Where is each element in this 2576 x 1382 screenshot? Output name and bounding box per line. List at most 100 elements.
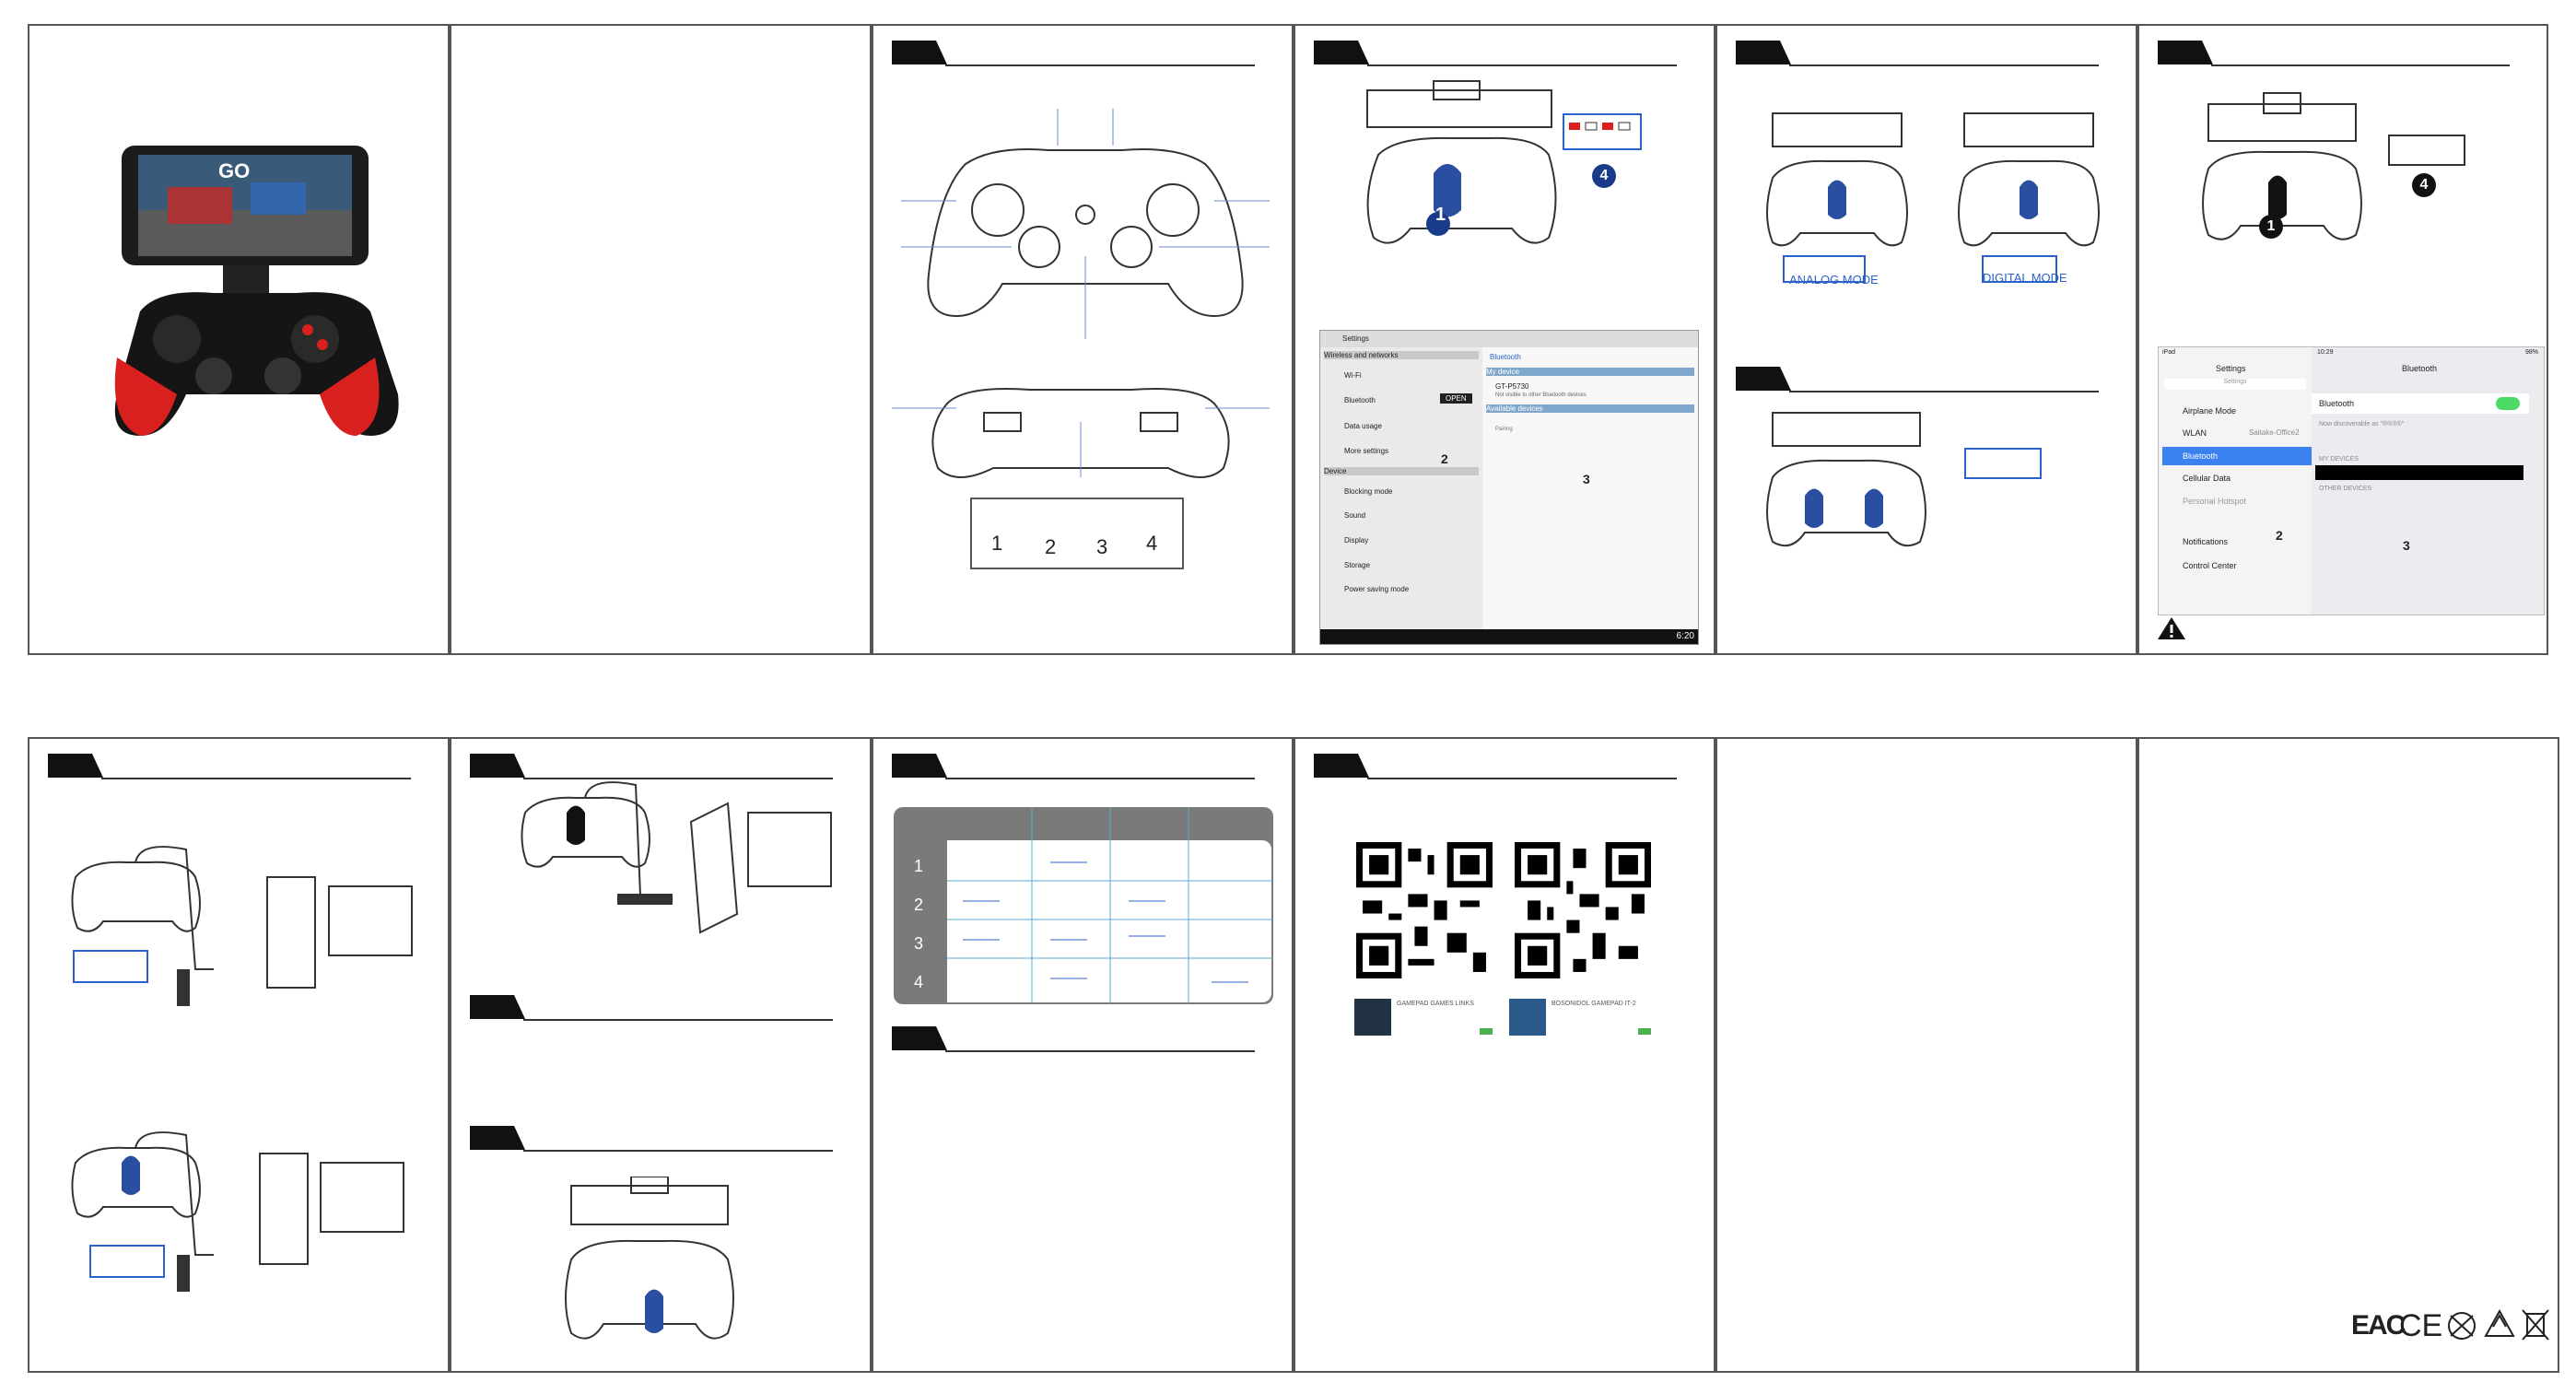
ios-battery: 98% (2524, 349, 2538, 356)
panel-android-pairing: 1 4 Settings Wireless and networks Wi-Fi… (1294, 24, 1715, 655)
section-header (1314, 754, 1677, 779)
led-icons (1569, 122, 1631, 131)
ios-step-number-1: 1 (2266, 218, 2276, 234)
recycle-icon (2484, 1308, 2515, 1337)
controller-with-phone-image: GO (114, 146, 399, 436)
android-item-data-usage[interactable]: Data usage (1344, 422, 1382, 430)
ios-step-4-badge: 4 (2412, 173, 2436, 197)
panel-controller-diagram: 1 2 3 4 (872, 24, 1294, 655)
ios-step-1-badge: 1 (2259, 215, 2283, 239)
ios-controller-diagram (2202, 92, 2362, 240)
console-connection-diagram (521, 781, 832, 934)
section-header-2 (1736, 367, 2099, 392)
step-number-1: 1 (1435, 205, 1446, 225)
ios-item-notifications[interactable]: Notifications (2183, 537, 2229, 546)
led-indicator-box (970, 498, 1184, 569)
ios-right-pane: 10:29 98% Bluetooth Bluetooth Now discov… (2312, 347, 2544, 615)
ce-mark: CE (2399, 1308, 2443, 1343)
panel-blank-2 (1715, 737, 2137, 1373)
app-card-2[interactable]: BOSONIDOL GAMEPAD IT-2 (1509, 999, 1653, 1039)
device-name: GT-P5730 (1495, 382, 1529, 391)
digital-controller-diagram (1958, 112, 2100, 283)
app-card-1[interactable]: GAMEPAD GAMES LINKS (1354, 999, 1494, 1039)
table-row-3: 3 (914, 934, 924, 953)
ios-time: 10:29 (2317, 349, 2334, 356)
section-header (1314, 41, 1677, 66)
android-item-bluetooth[interactable]: Bluetooth (1344, 396, 1376, 404)
ios-item-control-center[interactable]: Control Center (2183, 561, 2237, 570)
section-device: Device (1324, 467, 1479, 475)
open-button[interactable]: OPEN (1440, 393, 1472, 404)
available-header: Available devices (1486, 404, 1694, 413)
section-header-2 (470, 995, 833, 1021)
ios-right-title: Bluetooth (2402, 364, 2438, 373)
ios-item-hotspot[interactable]: Personal Hotspot (2183, 497, 2247, 506)
ios-item-cellular[interactable]: Cellular Data (2183, 474, 2231, 483)
analog-mode-label: ANALOG MODE (1789, 273, 1879, 287)
qr-code-2[interactable] (1515, 842, 1651, 978)
panel-blank-1 (450, 24, 872, 655)
section-wireless: Wireless and networks (1324, 351, 1479, 359)
controller-front-diagram (892, 388, 1270, 478)
panel-qr-codes: GAMEPAD GAMES LINKS BOSONIDOL GAMEPAD IT… (1294, 737, 1715, 1373)
function-table-body (947, 840, 1271, 1002)
reset-led-box (1964, 448, 2042, 479)
eac-mark: EAC (2351, 1310, 2406, 1341)
panel-modes: ANALOG MODE DIGITAL MODE (1715, 24, 2137, 655)
ios-item-airplane[interactable]: Airplane Mode (2183, 406, 2237, 416)
ios-bluetooth-label: Bluetooth (2319, 399, 2355, 408)
android-item-storage[interactable]: Storage (1344, 561, 1371, 569)
ios-other-devices: OTHER DEVICES (2319, 486, 2372, 492)
led-number-2: 2 (1045, 535, 1057, 558)
android-item-blocking[interactable]: Blocking mode (1344, 487, 1393, 496)
ios-led-box (2388, 135, 2465, 166)
function-table-grid (947, 807, 1273, 1004)
panel-cover: GO (28, 24, 450, 655)
android-item-more[interactable]: More settings (1344, 447, 1389, 455)
android-settings-screen: Settings Wireless and networks Wi-Fi Blu… (1319, 330, 1699, 645)
section-header (892, 754, 1255, 779)
ios-step-number-4: 4 (2419, 177, 2429, 193)
ios-item-bluetooth-label: Bluetooth (2183, 451, 2219, 461)
android-navbar: 6:20 (1320, 629, 1698, 644)
android-item-sound[interactable]: Sound (1344, 511, 1366, 520)
section-header (892, 41, 1255, 66)
app-install-1[interactable] (1480, 1028, 1493, 1035)
android-title: Settings (1342, 334, 1369, 343)
app-icon-1 (1354, 999, 1391, 1036)
ios-my-device-row[interactable] (2315, 465, 2523, 480)
pairing-label: Pairing (1495, 427, 1513, 432)
app-install-2[interactable] (1638, 1028, 1651, 1035)
svg-text:GO: GO (218, 159, 250, 182)
weee-bin-icon (2522, 1309, 2549, 1341)
turbo-controller-diagram (565, 1177, 734, 1340)
ios-left-title: Settings (2216, 364, 2246, 373)
panel-pc-connection (28, 737, 450, 1373)
ios-step-number-3: 3 (2403, 538, 2410, 553)
ios-carrier: iPad (2162, 349, 2176, 356)
ios-bluetooth-row (2312, 393, 2529, 414)
digital-mode-label: DIGITAL MODE (1983, 271, 2067, 285)
qr-code-1[interactable] (1356, 842, 1493, 978)
section-header (470, 754, 833, 779)
ios-bluetooth-toggle[interactable] (2496, 397, 2520, 410)
led-box (1563, 113, 1642, 150)
ios-left-pane: iPad Settings Settings Airplane Mode WLA… (2159, 347, 2313, 615)
android-item-wifi[interactable]: Wi-Fi (1344, 371, 1362, 380)
android-left-list: Wireless and networks Wi-Fi Bluetooth OP… (1320, 347, 1482, 629)
android-item-display[interactable]: Display (1344, 536, 1369, 545)
ios-search-input[interactable]: Settings (2164, 379, 2306, 390)
my-device-header: My device (1486, 368, 1694, 376)
panel-console-connection (450, 737, 872, 1373)
step-number-4: 4 (1599, 168, 1609, 183)
section-header (1736, 41, 2099, 66)
ios-item-wlan[interactable]: WLAN (2183, 428, 2207, 438)
ios-item-bluetooth[interactable] (2162, 447, 2312, 465)
table-row-2: 2 (914, 896, 924, 914)
ios-discoverable: Now discoverable as "®®®®" (2319, 421, 2405, 427)
android-item-power[interactable]: Power saving mode (1344, 585, 1410, 593)
controller-top-diagram (901, 109, 1270, 339)
ios-search-placeholder: Settings (2223, 379, 2247, 385)
panel-function-table: 1 2 3 4 (872, 737, 1294, 1373)
app-name-2: BOSONIDOL GAMEPAD IT-2 (1551, 1001, 1636, 1007)
